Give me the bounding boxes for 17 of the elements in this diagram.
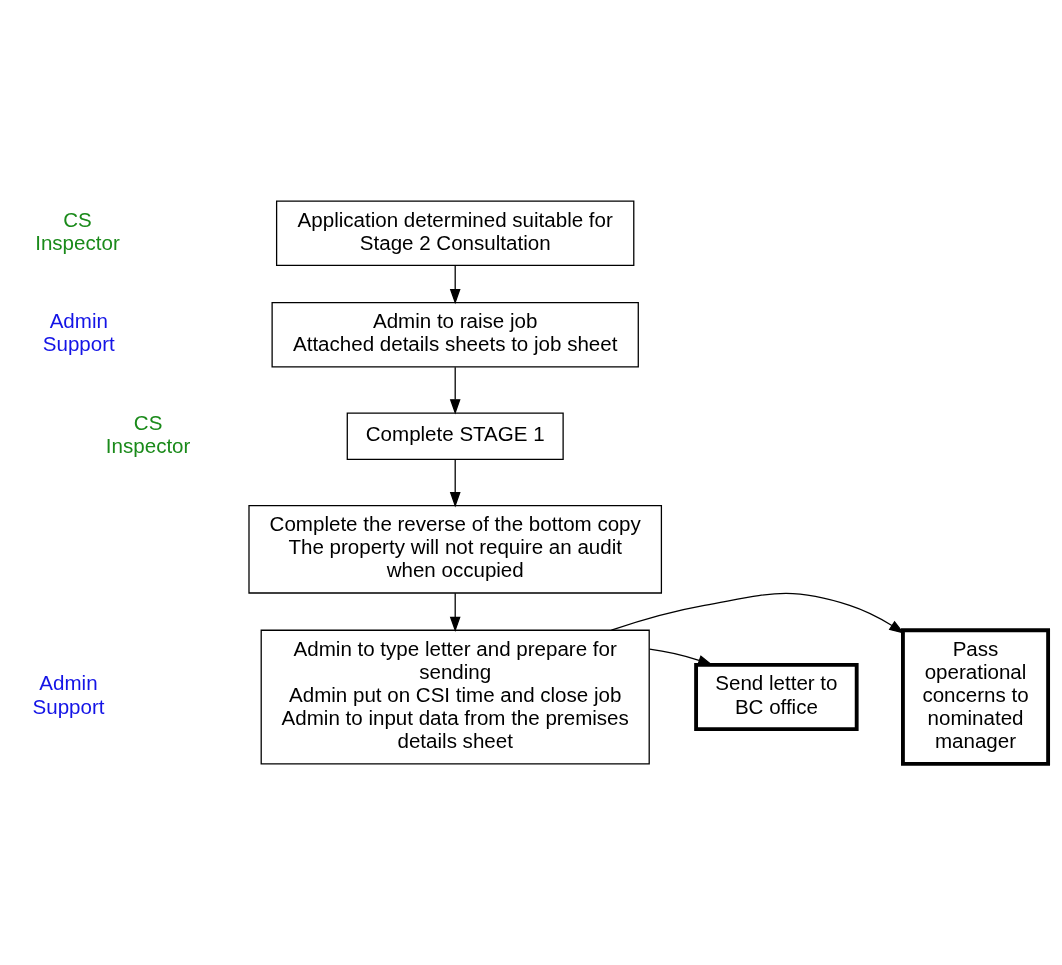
node-box: Application determined suitable for Stage 2 Consultation [276, 200, 635, 266]
label: Admin Support [42, 309, 115, 356]
node-box: Admin to type letter and prepare for sending Admin put on CSI time and close job Admin to input data from the premises details sheet [260, 629, 650, 765]
label: CS Inspector [35, 207, 120, 254]
arrow [649, 648, 714, 666]
node-box: Complete the reverse of the bottom copy The property will not require an audit when occupied [248, 505, 663, 594]
node-box: Pass operational concerns to nominated manager [901, 628, 1051, 766]
node-box: Admin to raise job Attached details sheets to job sheet [271, 302, 639, 368]
label: CS Inspector [105, 410, 191, 457]
arrow [449, 592, 461, 633]
arrow [449, 459, 461, 508]
node-box: Complete STAGE 1 [346, 412, 564, 460]
arrow [449, 366, 461, 415]
arrow [610, 592, 905, 634]
arrow [449, 265, 461, 305]
label: Admin Support [32, 671, 105, 718]
node-box: Send letter to BC office [694, 663, 859, 732]
